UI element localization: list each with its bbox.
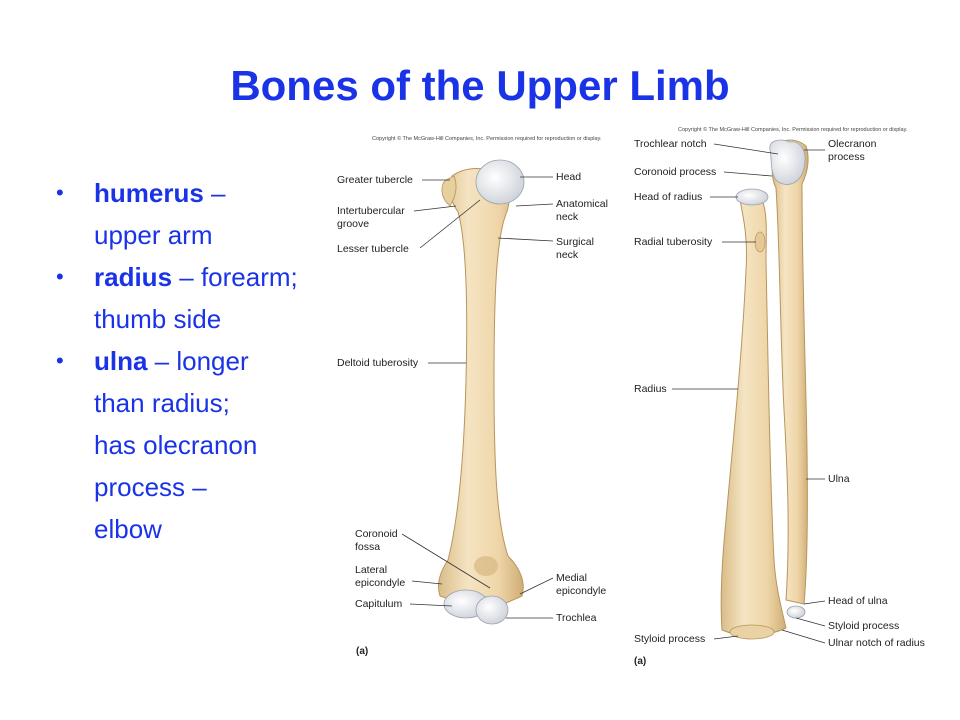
forearm-panel-label: (a) — [634, 656, 646, 667]
bullet-dot-icon: • — [56, 180, 64, 205]
forearm-copyright: Copyright © The McGraw-Hill Companies, I… — [678, 126, 908, 133]
bullet-radius: • radius – forearm; thumb side — [56, 256, 346, 340]
label-coronoid-fossa-2: fossa — [355, 541, 380, 553]
humerus-copyright: Copyright © The McGraw-Hill Companies, I… — [372, 135, 602, 142]
slide-title: Bones of the Upper Limb — [230, 62, 730, 109]
label-medial-epicondyle: Medial — [556, 572, 587, 584]
bullet-list: • humerus – upper arm • radius – forearm… — [56, 172, 346, 550]
forearm-figure: Copyright © The McGraw-Hill Companies, I… — [634, 126, 925, 667]
label-head: Head — [556, 171, 581, 183]
bullet-text: – — [203, 178, 226, 208]
bullet-dot-icon: • — [56, 348, 64, 373]
label-ulna: Ulna — [828, 473, 850, 485]
bullet-ulna: • ulna – longer than radius; has olecran… — [56, 340, 346, 550]
label-anatomical-neck: Anatomical — [556, 198, 608, 210]
label-surgical-neck: Surgical — [556, 236, 594, 248]
label-deltoid-tuberosity: Deltoid tuberosity — [337, 357, 419, 369]
bullet-text: has olecranon — [94, 430, 258, 460]
label-radial-tuberosity: Radial tuberosity — [634, 236, 713, 248]
label-radius: Radius — [634, 383, 667, 395]
label-medial-epicondyle-2: epicondyle — [556, 585, 606, 597]
label-ulnar-notch: Ulnar notch of radius — [828, 637, 925, 649]
label-intertubercular-groove: Intertubercular — [337, 205, 405, 217]
bullet-text: than radius; — [94, 388, 230, 418]
bullet-text: – longer — [147, 346, 249, 376]
bullet-text: process – — [94, 472, 207, 502]
label-lateral-epicondyle: Lateral — [355, 564, 387, 576]
label-intertubercular-groove-2: groove — [337, 218, 369, 230]
label-coronoid-process: Coronoid process — [634, 166, 716, 178]
label-trochlear-notch: Trochlear notch — [634, 138, 707, 150]
bullet-term: humerus — [94, 178, 204, 208]
label-styloid-process-ulna: Styloid process — [828, 620, 899, 632]
label-head-of-ulna: Head of ulna — [828, 595, 888, 607]
bullet-humerus: • humerus – upper arm — [56, 172, 346, 256]
bullet-text: – forearm; — [172, 262, 298, 292]
forearm-bone-illustration — [720, 139, 809, 640]
label-anatomical-neck-2: neck — [556, 211, 579, 223]
bullet-text: upper arm — [94, 220, 213, 250]
label-capitulum: Capitulum — [355, 598, 403, 610]
humerus-panel-label: (a) — [356, 646, 368, 657]
label-styloid-process-radius: Styloid process — [634, 633, 705, 645]
bullet-dot-icon: • — [56, 264, 64, 289]
label-greater-tubercle: Greater tubercle — [337, 174, 413, 186]
label-head-of-radius: Head of radius — [634, 191, 702, 203]
label-olecranon-process: Olecranon — [828, 138, 877, 150]
humerus-bone-illustration — [437, 159, 525, 625]
label-coronoid-fossa: Coronoid — [355, 528, 398, 540]
label-lateral-epicondyle-2: epicondyle — [355, 577, 405, 589]
bullet-term: ulna — [94, 346, 148, 376]
bullet-text: thumb side — [94, 304, 222, 334]
label-trochlea: Trochlea — [556, 612, 597, 624]
label-olecranon-process-2: process — [828, 151, 865, 163]
bullet-term: radius — [94, 262, 173, 292]
bullet-text: elbow — [94, 514, 162, 544]
humerus-figure: Copyright © The McGraw-Hill Companies, I… — [337, 135, 608, 657]
label-lesser-tubercle: Lesser tubercle — [337, 243, 409, 255]
label-surgical-neck-2: neck — [556, 249, 579, 261]
